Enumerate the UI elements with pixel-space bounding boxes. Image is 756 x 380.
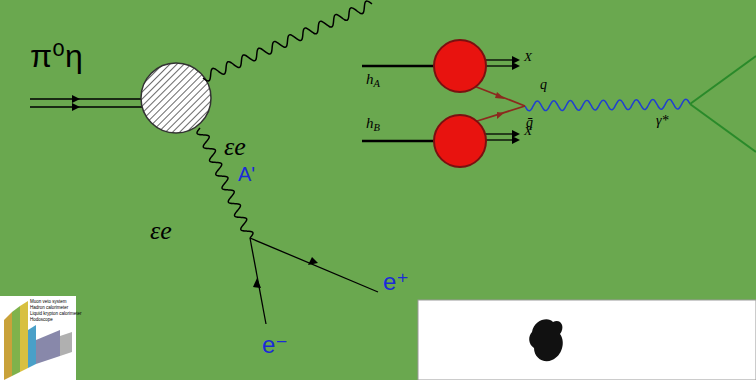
silhouette [529,319,563,361]
detector-label: Muon veto system [30,300,67,305]
incoming-line [30,98,142,100]
particle-label: q [540,78,547,92]
particle-label: X [524,50,532,63]
photon-line [203,1,372,81]
antiquark-line [474,106,525,122]
particle-label: e⁺ [383,270,409,294]
detector-label: Liquid krypton calorimeter [30,312,82,317]
coupling-label: εe [224,134,246,160]
arrowhead [512,130,520,144]
hadron-blob [434,40,486,92]
particle-label: q̄ [526,116,533,130]
arrowhead [72,103,80,111]
hatched-vertex [141,63,211,133]
detector-label: Hodoscope [30,318,53,323]
detector-label: Hadron calorimeter [30,306,68,311]
arrowhead [253,278,261,288]
hadron-line [362,140,436,143]
image-panel [418,300,756,380]
particle-label: γ* [656,114,669,128]
particle-label: A' [238,164,255,184]
detector-picture [0,296,76,380]
coupling-label: εe [150,218,172,244]
lepton-line [690,56,756,104]
particle-label: π⁰η [30,40,83,72]
hadron-blob [434,115,486,167]
virtual-photon-line [525,99,690,111]
quark-line [474,86,525,106]
arrowhead [308,257,318,265]
electron-line [250,238,266,324]
arrowhead [72,95,80,103]
hadron-label: hB [366,116,380,133]
particle-label: e⁻ [262,333,288,357]
hadron-label: hA [366,72,380,89]
positron-line [250,238,378,292]
hadron-line [362,65,436,68]
arrowhead [512,56,520,70]
incoming-line [30,106,142,108]
lepton-line [690,104,756,152]
